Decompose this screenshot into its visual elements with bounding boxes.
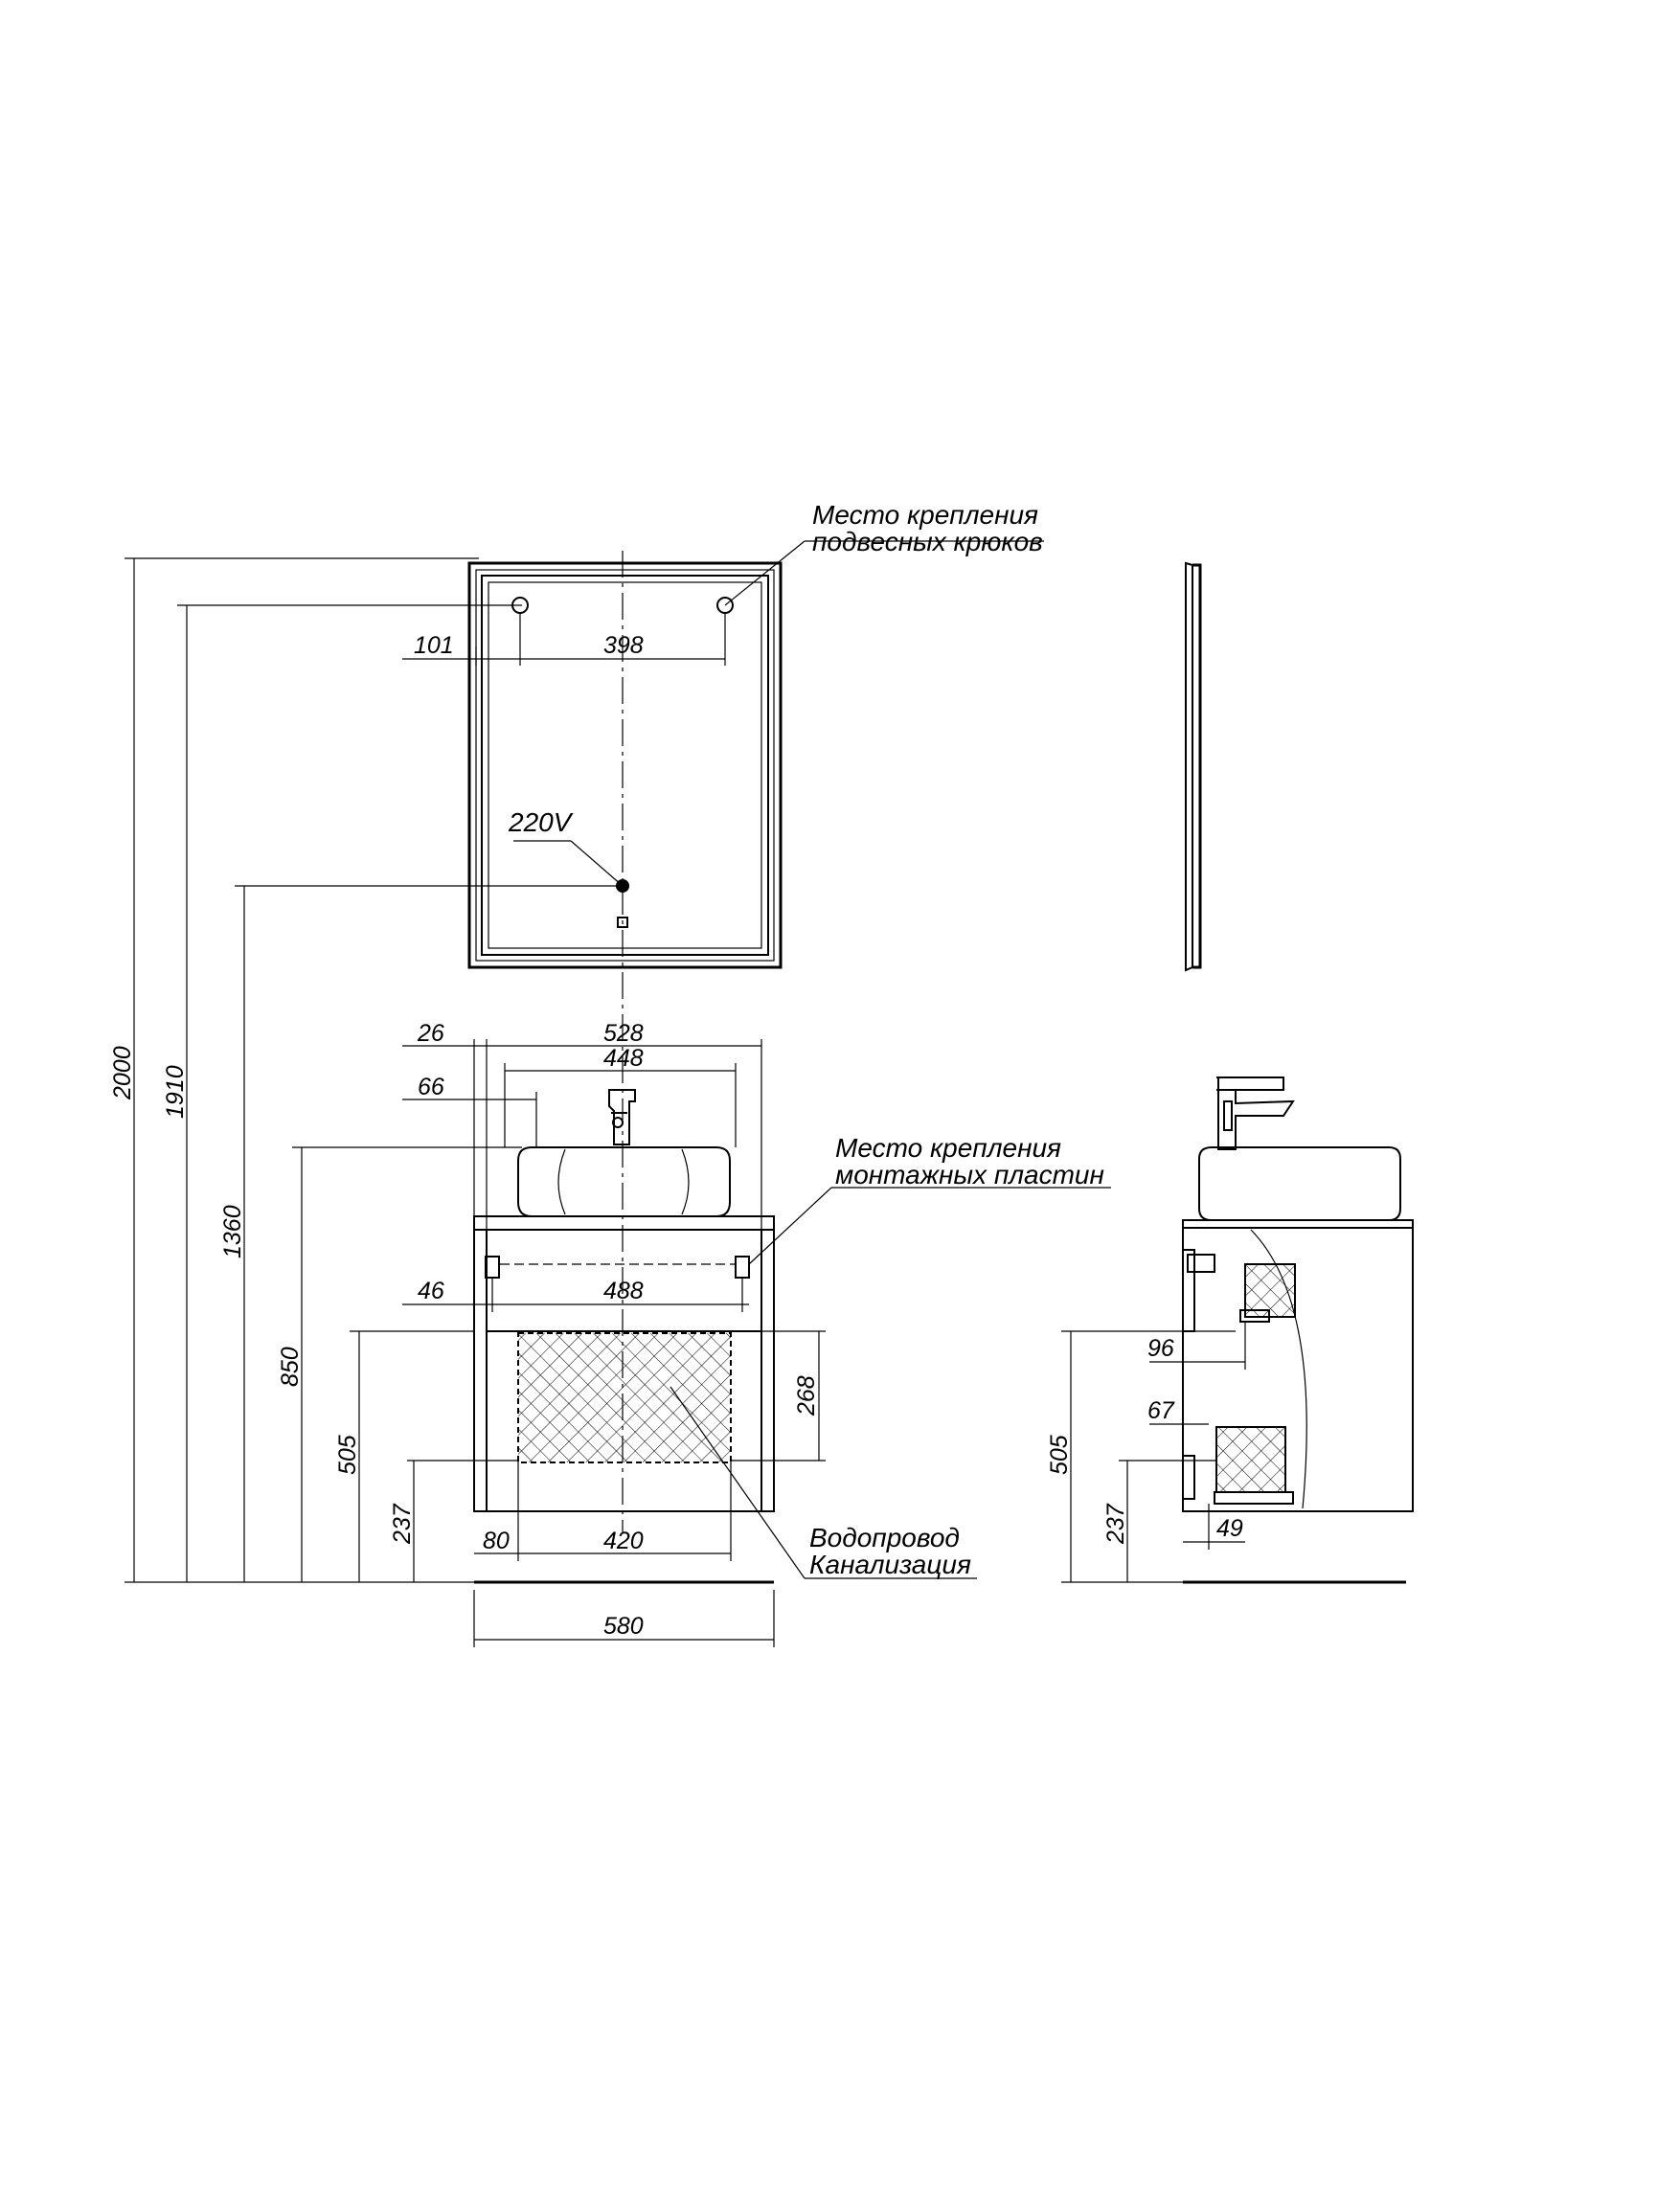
vertical-dimension-lines — [125, 557, 1236, 1583]
notes: Место крепления подвесных крюков 220V Ме… — [508, 500, 1104, 1579]
dim-plate-spacing: 488 — [603, 1278, 644, 1304]
dim-side-upper-depth: 96 — [1147, 1335, 1174, 1362]
dim-niche-inset: 80 — [483, 1528, 510, 1554]
hooks-note-line1: Место крепления — [812, 500, 1038, 530]
side-mirror — [1185, 561, 1202, 972]
dim-niche-width: 420 — [603, 1528, 644, 1554]
dim-counter-width: 528 — [603, 1020, 644, 1047]
front-cabinet — [473, 1089, 775, 1512]
dim-side-drawer-height: 505 — [1046, 1435, 1073, 1475]
horizontal-dimension-lines — [402, 613, 1246, 1647]
plates-note-line2: монтажных пластин — [835, 1160, 1104, 1190]
leader-lines — [513, 540, 1111, 1579]
dim-socket-height: 1360 — [219, 1205, 246, 1258]
water-note-line1: Водопровод — [809, 1523, 960, 1552]
dim-total-height: 2000 — [109, 1046, 136, 1100]
voltage-label: 220V — [508, 807, 574, 837]
dim-hook-height: 1910 — [162, 1065, 189, 1119]
hooks-note-line2: подвесных крюков — [812, 527, 1043, 556]
dim-cabinet-width: 580 — [603, 1613, 644, 1640]
front-mirror — [467, 561, 783, 969]
dim-basin-inset: 66 — [418, 1074, 444, 1100]
dim-drain-height: 237 — [389, 1503, 416, 1545]
water-note-line2: Канализация — [809, 1550, 971, 1579]
dim-counter-inset: 26 — [417, 1020, 444, 1047]
dim-cabinet-drawer-height: 505 — [334, 1435, 361, 1475]
dim-niche-height: 268 — [793, 1375, 820, 1416]
dim-basin-width: 448 — [603, 1045, 644, 1072]
side-cabinet — [1182, 1076, 1414, 1512]
dim-side-drain-depth: 49 — [1216, 1515, 1243, 1542]
switch-icon — [617, 917, 628, 928]
dim-hook-spacing: 398 — [603, 632, 644, 659]
dimension-labels: 2000 1910 1360 850 505 237 101 398 26 52… — [109, 632, 1243, 1640]
dim-side-lower-depth: 67 — [1147, 1397, 1175, 1424]
dim-plate-inset: 46 — [418, 1278, 444, 1304]
dim-basin-top-height: 850 — [277, 1347, 304, 1387]
plates-note-line1: Место крепления — [835, 1133, 1061, 1163]
dim-side-drain-height: 237 — [1102, 1503, 1129, 1545]
dim-hook-offset: 101 — [414, 632, 454, 659]
